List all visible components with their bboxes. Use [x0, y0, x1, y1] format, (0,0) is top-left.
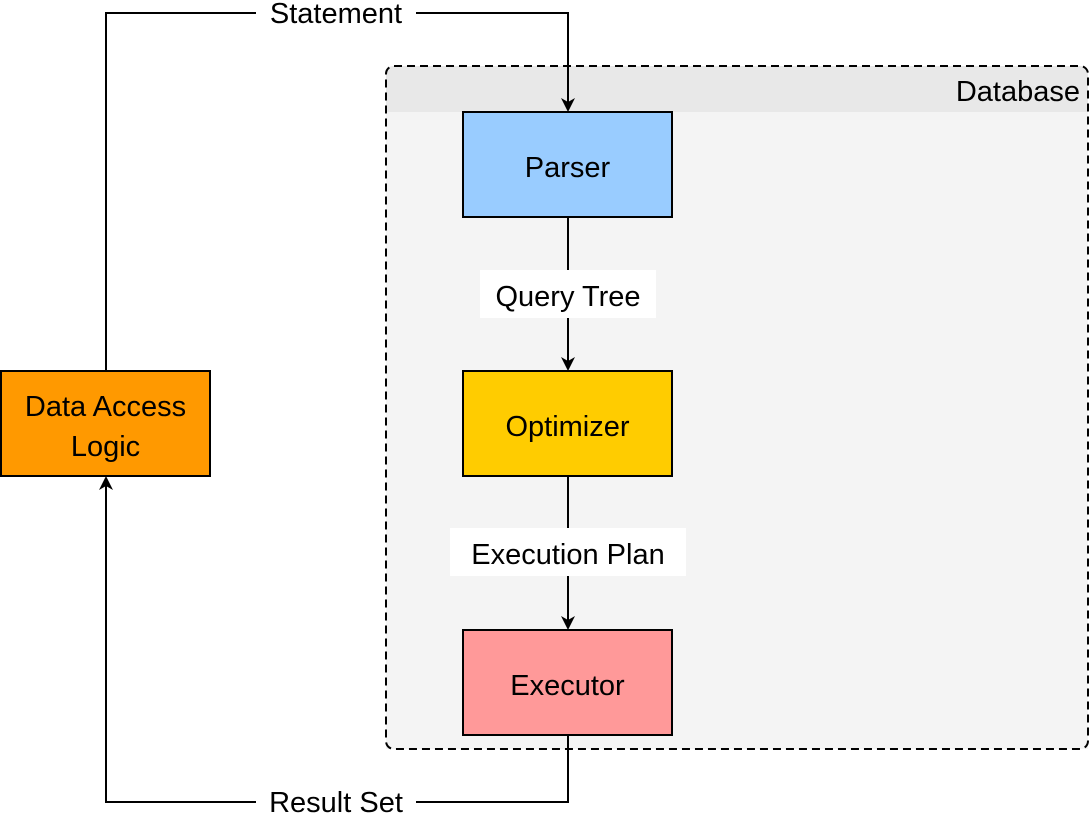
- executor-box: [462, 629, 673, 736]
- optimizer-box: [462, 370, 673, 477]
- data-access-logic-label-line2: Logic: [71, 431, 140, 463]
- parser-box: [462, 111, 673, 218]
- database-container-label: Database: [956, 76, 1080, 108]
- query-tree-label: Query Tree: [495, 281, 640, 313]
- edge-labels: Statement Query Tree Execution Plan Resu…: [256, 0, 686, 817]
- query-tree-label-bg: [480, 270, 656, 318]
- result-set-label: Result Set: [269, 787, 403, 817]
- execution-plan-label-bg: [450, 528, 686, 576]
- node-parser[interactable]: Parser: [462, 111, 673, 218]
- data-access-logic-label-line1: Data Access: [25, 391, 186, 423]
- execution-plan-label: Execution Plan: [471, 539, 664, 571]
- parser-label: Parser: [525, 152, 611, 184]
- result-set-label-bg: [256, 789, 416, 817]
- node-data-access-logic[interactable]: Data Access Logic: [0, 370, 211, 477]
- statement-label-bg: [256, 0, 416, 28]
- executor-label: Executor: [510, 670, 625, 702]
- node-executor[interactable]: Executor: [462, 629, 673, 736]
- optimizer-label: Optimizer: [505, 411, 629, 443]
- data-access-logic-box: [0, 370, 211, 477]
- statement-label: Statement: [270, 0, 402, 30]
- database-container-border: [385, 65, 1089, 750]
- node-optimizer[interactable]: Optimizer: [462, 370, 673, 477]
